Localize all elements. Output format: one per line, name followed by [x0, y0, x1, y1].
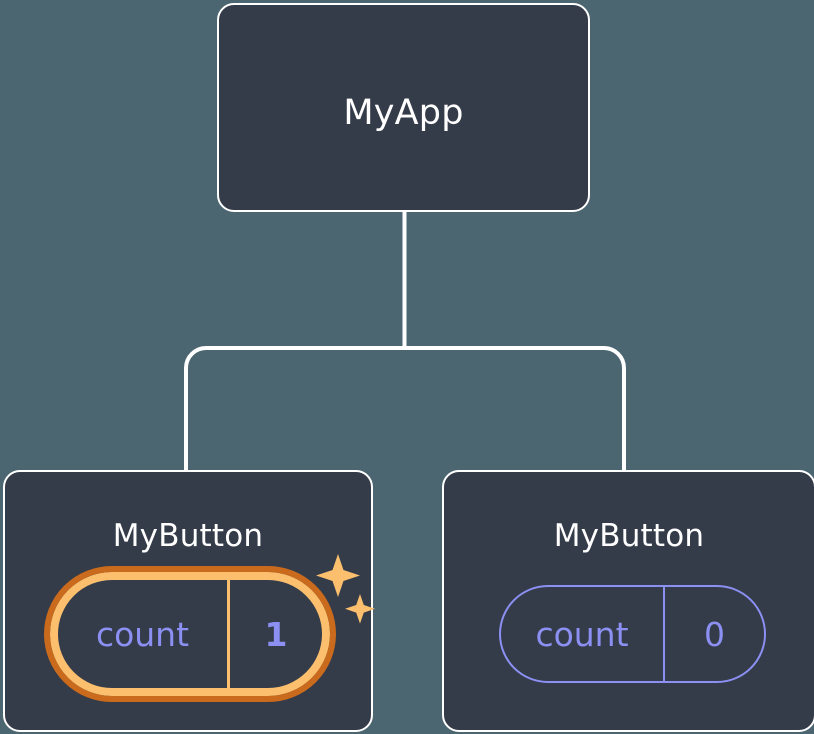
- state-badge-value-cell-right: 0: [665, 587, 764, 681]
- state-badge-key-cell-right: count: [501, 587, 665, 681]
- state-badge-count-left[interactable]: count 1: [44, 566, 336, 702]
- state-key-label-right: count: [535, 614, 629, 654]
- node-title-mybutton-right: MyButton: [553, 518, 705, 554]
- node-title-myapp: MyApp: [343, 93, 464, 133]
- state-badge-value-cell-left: 1: [230, 580, 322, 688]
- state-value-label-left: 1: [264, 614, 288, 654]
- state-value-label-right: 0: [704, 614, 725, 654]
- connector-children-bus: [184, 346, 626, 470]
- tree-node-mybutton-right[interactable]: MyButton count 0: [442, 470, 814, 732]
- node-title-mybutton-left: MyButton: [112, 518, 264, 554]
- state-badge-key-cell-left: count: [58, 580, 230, 688]
- tree-node-mybutton-left[interactable]: MyButton count 1: [3, 470, 373, 732]
- state-key-label-left: count: [95, 614, 190, 654]
- state-badge-count-right[interactable]: count 0: [499, 585, 766, 683]
- tree-node-root[interactable]: MyApp: [217, 3, 590, 212]
